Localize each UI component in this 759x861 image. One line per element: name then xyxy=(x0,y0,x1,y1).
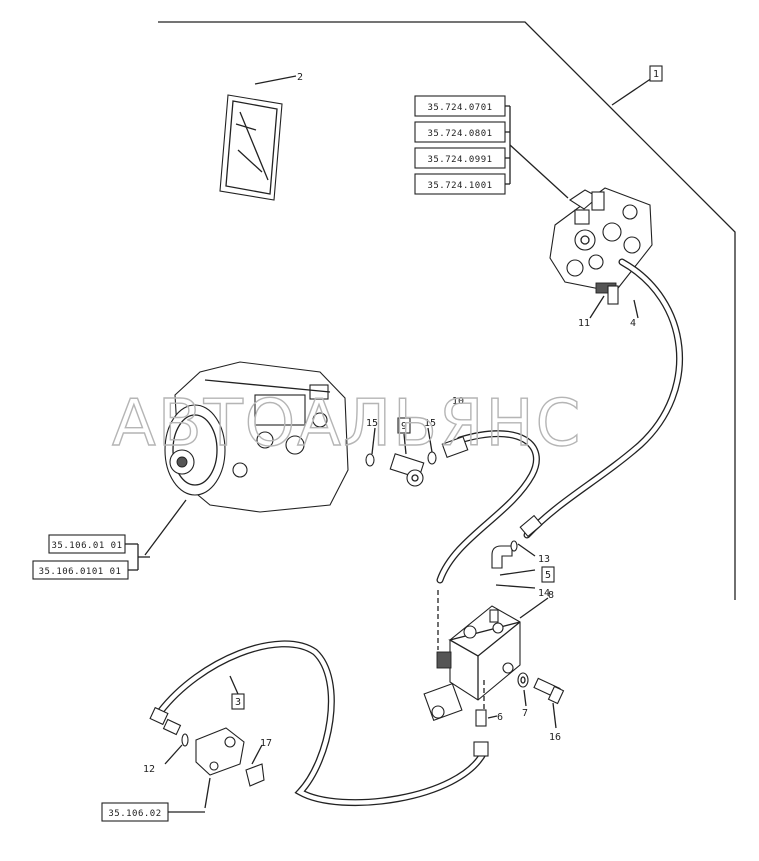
boxed-callout-3[interactable]: 3 xyxy=(229,675,245,710)
callout-14[interactable]: 14 xyxy=(538,588,550,599)
callout-label: 3 xyxy=(235,697,241,708)
callout-15b[interactable]: 15 xyxy=(424,418,436,429)
reference-code-box[interactable]: 35.724.0991 xyxy=(414,147,506,169)
reference-code-box[interactable]: 35.724.1001 xyxy=(414,173,506,195)
reference-code-text: 35.106.0101 01 xyxy=(39,567,122,577)
boxed-callout-1[interactable]: 1 xyxy=(649,65,663,82)
callout-10[interactable]: 10 xyxy=(452,396,464,407)
block-fitting-17 xyxy=(195,727,265,809)
callout-4[interactable]: 4 xyxy=(630,318,636,329)
callout-label: 9 xyxy=(401,421,407,432)
elbow-fitting-9 xyxy=(365,427,469,487)
callout-15a[interactable]: 15 xyxy=(366,418,378,429)
callout-label: 1 xyxy=(653,69,659,80)
reference-code-box[interactable]: 35.106.0101 01 xyxy=(32,560,129,580)
reference-code-group-valve: 35.724.0701 35.724.0801 35.724.0991 35.7… xyxy=(414,95,511,195)
reference-code-text: 35.106.01 01 xyxy=(51,541,122,551)
hose-10 xyxy=(436,430,540,584)
boxed-callout-9[interactable]: 9 xyxy=(397,417,411,434)
callout-8[interactable]: 8 xyxy=(548,590,554,601)
reference-code-text: 35.106.02 xyxy=(108,809,161,819)
reference-code-text: 35.724.0801 xyxy=(427,129,492,139)
boxed-callout-5[interactable]: 5 xyxy=(541,566,555,583)
callout-11[interactable]: 11 xyxy=(578,318,590,329)
callout-17[interactable]: 17 xyxy=(260,738,272,749)
reference-code-box[interactable]: 35.724.0801 xyxy=(414,121,506,143)
reference-code-group-pump: 35.106.01 01 35.106.0101 01 xyxy=(32,534,150,580)
manual-document-part xyxy=(219,75,297,201)
hose-3 xyxy=(156,640,488,807)
hydraulic-pump xyxy=(144,361,349,556)
callout-13[interactable]: 13 xyxy=(538,554,550,565)
assembly-bracket-lines xyxy=(158,21,736,600)
reference-code-box[interactable]: 35.106.02 xyxy=(101,802,169,822)
callout-label: 5 xyxy=(545,570,551,581)
reference-code-group-bottom: 35.106.02 xyxy=(101,802,205,822)
bolt-16 xyxy=(533,677,565,729)
callout-2[interactable]: 2 xyxy=(297,72,303,83)
callout-6[interactable]: 6 xyxy=(497,712,503,723)
reference-code-box[interactable]: 35.106.01 01 xyxy=(48,534,126,554)
elbow-fitting-5 xyxy=(491,514,543,589)
part-callouts: 2 11 4 10 15 15 13 14 8 6 7 16 12 17 xyxy=(143,72,636,775)
callout-7[interactable]: 7 xyxy=(522,708,528,719)
reference-code-text: 35.724.1001 xyxy=(427,181,492,191)
callout-16[interactable]: 16 xyxy=(549,732,561,743)
fitting-12-adapter xyxy=(149,706,189,765)
washer-7 xyxy=(517,672,529,707)
hose-4 xyxy=(523,258,684,539)
valve-block-8 xyxy=(423,590,549,721)
fitting-6 xyxy=(473,709,498,757)
reference-code-box[interactable]: 35.724.0701 xyxy=(414,95,506,117)
callout-12[interactable]: 12 xyxy=(143,764,155,775)
reference-code-text: 35.724.0701 xyxy=(427,103,492,113)
watermark-text: АВТОАЛЬЯНС xyxy=(112,387,582,461)
reference-code-text: 35.724.0991 xyxy=(427,155,492,165)
control-valve-block xyxy=(509,144,653,319)
